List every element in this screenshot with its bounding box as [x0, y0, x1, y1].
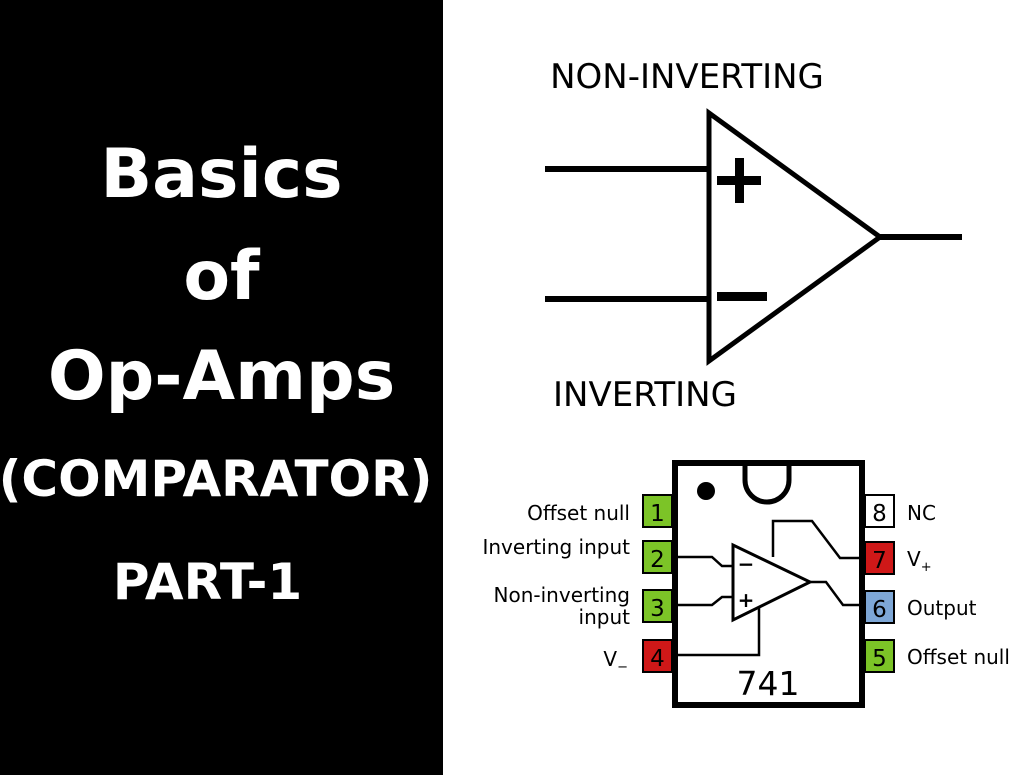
pin-7-label: V+ [907, 547, 932, 575]
noninverting-label: NON-INVERTING [550, 57, 824, 97]
inner-plus: + [738, 588, 755, 612]
pin-8-label: NC [907, 501, 936, 525]
svg-text:1: 1 [650, 501, 665, 527]
plus-sign [717, 158, 761, 203]
title-line-basics: Basics [100, 135, 343, 214]
pin-5: 5 Offset null [864, 639, 1010, 673]
title-line-part: PART-1 [112, 553, 303, 611]
svg-text:5: 5 [872, 646, 887, 672]
svg-text:6: 6 [872, 597, 887, 623]
pin-2: 2 Inverting input [482, 535, 673, 574]
pin-8: 8 NC [864, 494, 936, 528]
ic-part-number: 741 [737, 664, 800, 703]
svg-text:3: 3 [650, 596, 665, 622]
pin-1-label: Offset null [527, 501, 630, 525]
pin-6-label: Output [907, 596, 977, 620]
ic-notch [742, 466, 792, 505]
title-line-of: of [183, 237, 260, 316]
pin-2-label: Inverting input [482, 535, 630, 559]
pin-6: 6 Output [864, 590, 977, 624]
op-amp-symbol: NON-INVERTING INVERTING [545, 57, 962, 415]
pin1-dot [697, 482, 715, 500]
pin-4-subscript: − [617, 660, 628, 675]
pin-3-label-line1: Non-inverting [494, 583, 630, 607]
pin-5-label: Offset null [907, 645, 1010, 669]
pin-3: 3 Non-inverting input [494, 583, 673, 629]
op-amp-triangle [706, 108, 885, 366]
svg-text:7: 7 [872, 548, 887, 574]
ic-internal-wiring [672, 519, 865, 657]
inner-op-amp-triangle [731, 542, 814, 623]
pin-7: 7 V+ [864, 541, 932, 575]
inverting-label: INVERTING [553, 375, 737, 415]
op-amp-diagrams: NON-INVERTING INVERTING − + [482, 57, 1010, 708]
pin-3-label-line2: input [579, 605, 631, 629]
inner-minus: − [738, 552, 755, 576]
pin-4: 4 V− [603, 639, 673, 675]
pin-7-subscript: + [921, 560, 932, 575]
svg-text:2: 2 [650, 547, 665, 573]
pin-4-label: V− [603, 647, 628, 675]
title-panel: Basics of Op-Amps (COMPARATOR) PART-1 [0, 0, 443, 775]
svg-text:4: 4 [650, 646, 665, 672]
pin-1: 1 Offset null [527, 494, 673, 528]
ic-741-pinout: − + 1 Offset null 2 Inverting input 3 No… [482, 460, 1010, 708]
title-line-comparator: (COMPARATOR) [0, 450, 433, 508]
minus-sign [717, 292, 767, 301]
svg-text:8: 8 [872, 501, 887, 527]
title-line-op-amps: Op-Amps [47, 337, 396, 416]
